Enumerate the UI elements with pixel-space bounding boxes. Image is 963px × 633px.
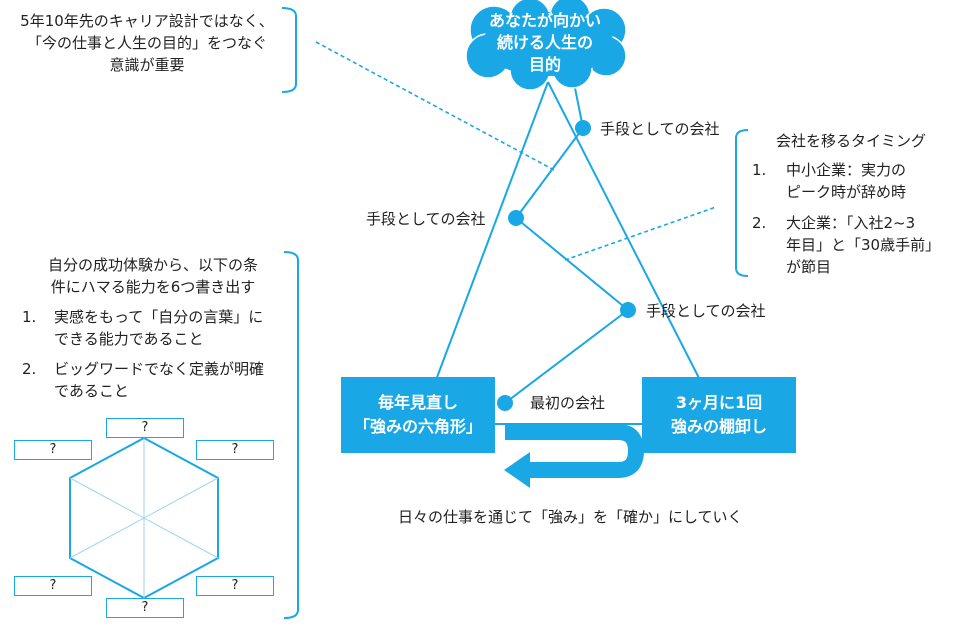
bracket-strengths [283,251,299,619]
footer-caption: 日々の仕事を通じて「強み」を「確か」にしていく [398,508,743,526]
means-company-label-top: 手段としての会社 [600,120,720,138]
means-company-label-lower: 手段としての会社 [646,302,766,320]
timing-item-1: 1.中小企業：実力の ピーク時が辞め時 [752,161,907,201]
bracket-left-note [281,7,297,93]
hexagon-slot-lower-left: ? [14,576,92,596]
hexagon-slot-bottom: ? [106,598,184,618]
node-means-company-top [575,120,591,136]
bracket-timing [735,129,749,277]
life-goal-label: あなたが向かい 続ける人生の 目的 [488,11,601,74]
node-means-company-middle [508,210,524,226]
strengths-intro: 自分の成功体験から、以下の条 件にハマる能力を6つ書き出す [47,256,258,296]
timing-item-2: 2.大企業：「入社2~3 年目」と「30歳手前」 が節目 [752,214,941,276]
strengths-item-2: 2.ビッグワードでなく定義が明確 であること [22,360,265,400]
strength-hexagon [69,436,219,600]
hexagon-slot-lower-right: ? [196,576,274,596]
hexagon-slot-upper-left: ? [14,440,92,460]
dashed-connector-left [315,41,555,171]
strengths-item-1: 1.実感をもって「自分の言葉」に できる能力であること [22,308,264,348]
hexagon-slot-upper-right: ? [196,440,274,460]
career-note: 5年10年先のキャリア設計ではなく、 「今の仕事と人生の目的」をつなぐ 意識が重… [20,12,274,74]
first-company-label: 最初の会社 [530,394,606,412]
node-means-company-lower [620,302,636,318]
triangle-right-side [547,81,701,381]
u-turn-arrow-icon [504,424,645,488]
hexagon-slot-top: ? [106,418,184,438]
node-first-company [497,395,513,411]
annual-review-box: 毎年見直し 「強みの六角形」 [341,377,495,453]
triangle-left-side [435,81,549,381]
goal-cloud [465,0,627,91]
dashed-connector-right [564,206,717,261]
means-company-label-middle: 手段としての会社 [366,210,486,228]
timing-title: 会社を移るタイミング [776,132,927,150]
quarterly-review-box: 3ヶ月に1回 強みの棚卸し [642,377,796,453]
